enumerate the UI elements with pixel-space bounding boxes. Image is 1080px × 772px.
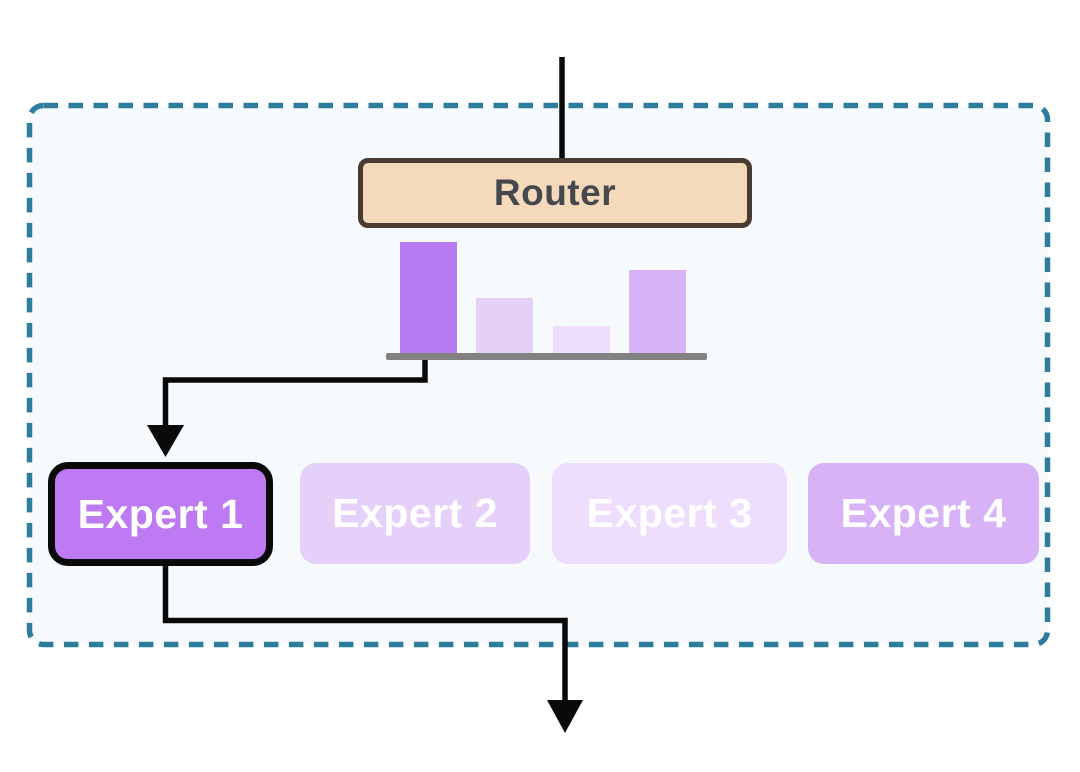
expert-box-3: Expert 3 <box>552 463 787 564</box>
expert-label: Expert 2 <box>332 490 498 536</box>
router-label: Router <box>493 172 617 213</box>
expert-label: Expert 1 <box>77 490 244 537</box>
router-gate-chart <box>386 232 707 360</box>
gate-bar-expert-4 <box>629 270 687 354</box>
expert-box-1: Expert 1 <box>48 462 273 566</box>
gate-bar-expert-1 <box>400 242 457 354</box>
expert-box-2: Expert 2 <box>300 463 530 564</box>
gate-bar-expert-2 <box>476 298 534 354</box>
route-arrow-to-expert-1 <box>147 356 428 457</box>
gate-chart-baseline <box>386 353 707 360</box>
expert-box-4: Expert 4 <box>808 463 1039 564</box>
router-box: Router <box>358 158 752 228</box>
output-arrow <box>162 564 583 733</box>
expert-label: Expert 3 <box>586 490 753 536</box>
gate-bar-expert-3 <box>552 326 610 354</box>
dashed-container-border <box>26 102 1051 648</box>
expert-label: Expert 4 <box>840 490 1007 536</box>
